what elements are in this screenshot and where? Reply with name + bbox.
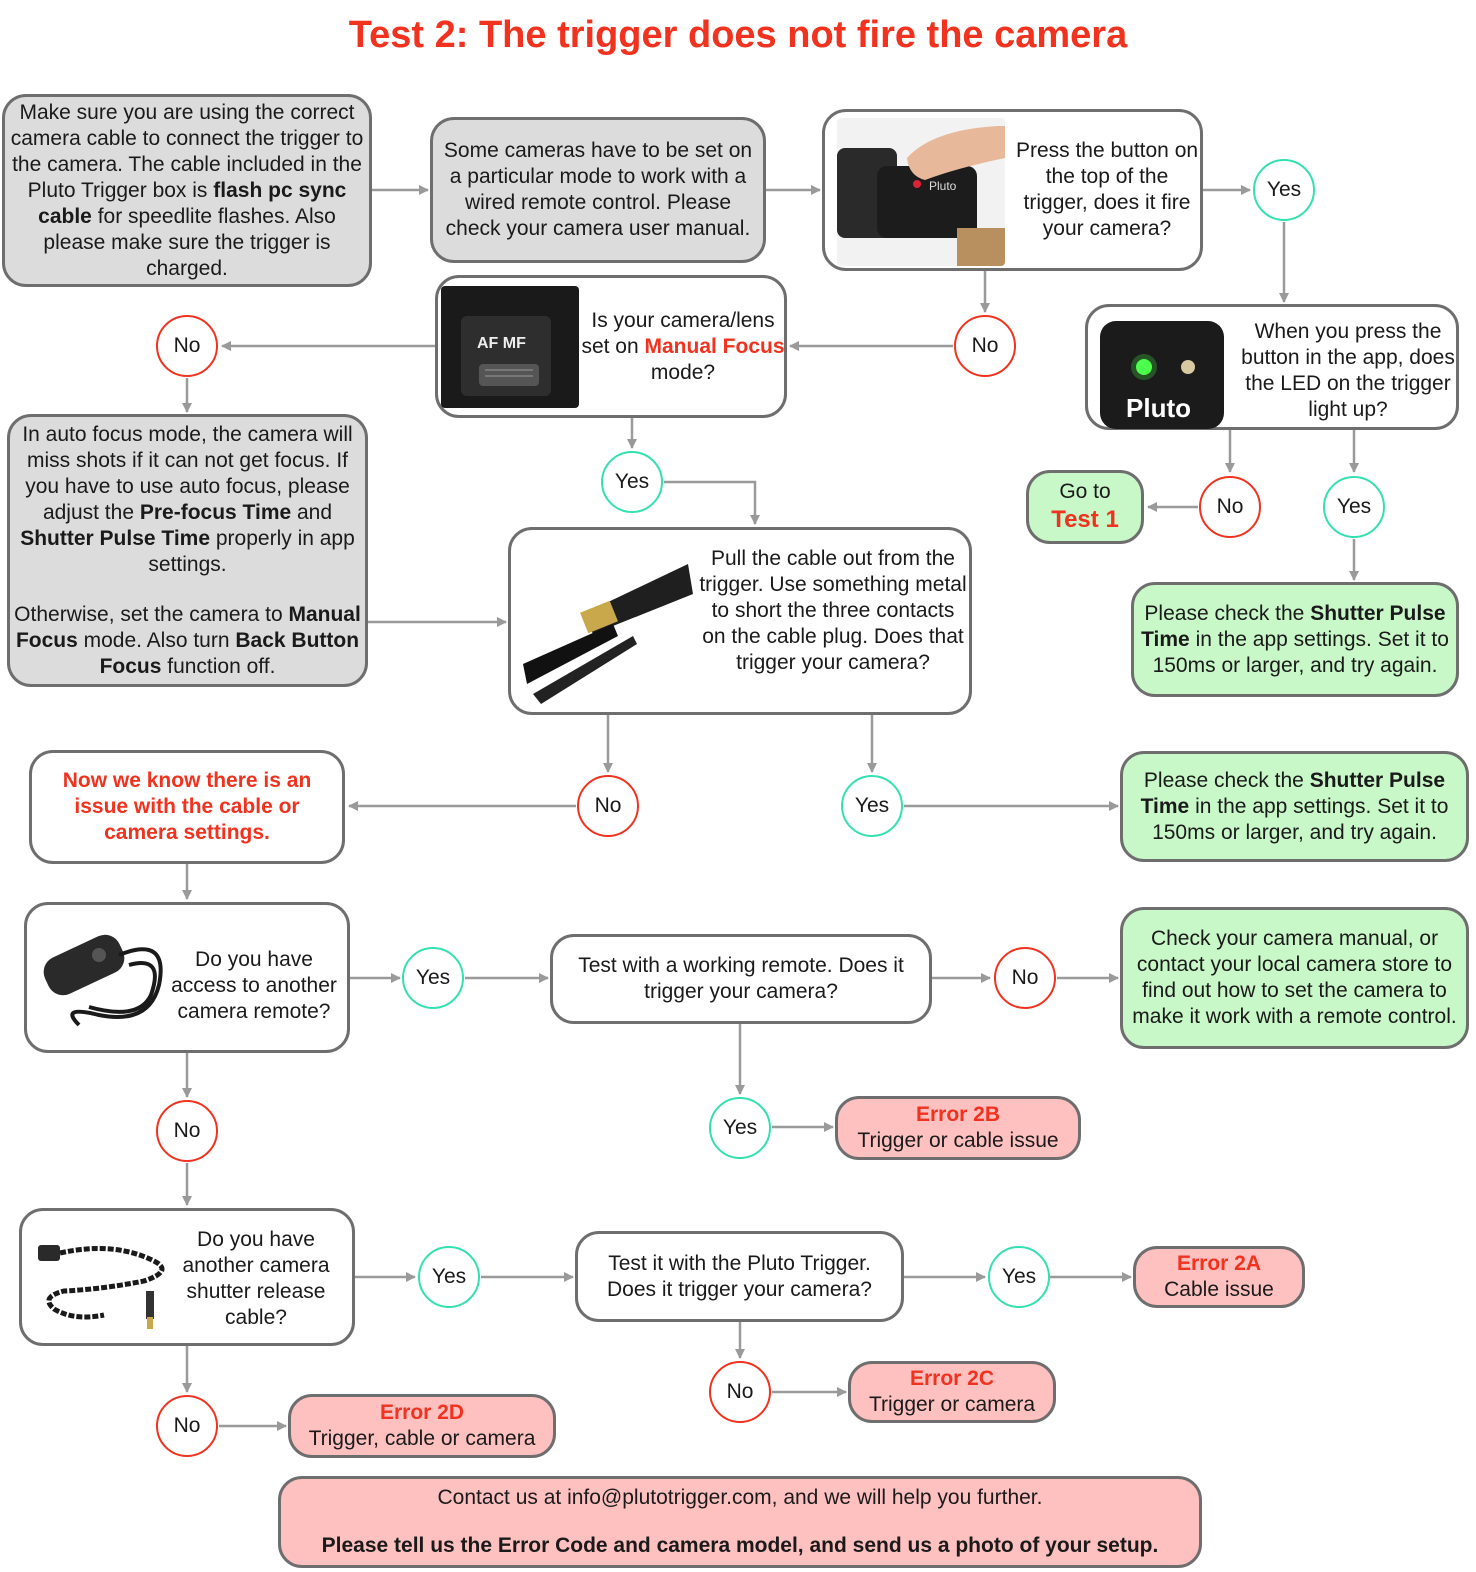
question-another-cable: Do you have another camera shutter relea…: [19, 1208, 355, 1346]
af-mf-switch-photo: AF MF: [441, 286, 579, 408]
pluto-trigger-photo: Pluto: [1100, 321, 1224, 429]
decision-yes-led: Yes: [1323, 476, 1385, 538]
cable-plug-photo: [523, 544, 693, 704]
svg-text:Pluto: Pluto: [1126, 393, 1191, 423]
svg-text:Pluto: Pluto: [929, 179, 957, 193]
question-press-button: Pluto Press the button on the top of the…: [822, 109, 1203, 271]
info-auto-focus: In auto focus mode, the camera will miss…: [7, 414, 368, 687]
question-short-contacts: Pull the cable out from the trigger. Use…: [508, 527, 972, 715]
decision-yes-press: Yes: [1253, 159, 1315, 221]
go-to-test-1: Go to Test 1: [1026, 470, 1144, 544]
decision-no-another-cable: No: [156, 1395, 218, 1457]
page-title: Test 2: The trigger does not fire the ca…: [348, 14, 1128, 56]
step-check-cable: Make sure you are using the correct came…: [2, 94, 372, 287]
decision-yes-manual: Yes: [601, 451, 663, 513]
decision-yes-another-cable: Yes: [418, 1246, 480, 1308]
decision-no-test-pluto: No: [709, 1361, 771, 1423]
fix-shutter-pulse-2: Please check the Shutter Pulse Time in t…: [1120, 751, 1469, 862]
step-camera-mode: Some cameras have to be set on a particu…: [430, 117, 766, 263]
fix-shutter-pulse-1: Please check the Shutter Pulse Time in t…: [1131, 582, 1459, 697]
error-2c: Error 2C Trigger or camera: [848, 1361, 1056, 1423]
question-working-remote: Test with a working remote. Does it trig…: [550, 934, 932, 1024]
question-another-remote: Do you have access to another camera rem…: [24, 902, 350, 1053]
contact-support: Contact us at info@plutotrigger.com, and…: [278, 1476, 1202, 1568]
decision-no-remote: No: [156, 1100, 218, 1162]
camera-remote-photo: [39, 925, 169, 1035]
error-2d: Error 2D Trigger, cable or camera: [288, 1394, 556, 1458]
decision-no-pull: No: [577, 775, 639, 837]
error-2a: Error 2A Cable issue: [1133, 1246, 1305, 1308]
question-test-pluto: Test it with the Pluto Trigger. Does it …: [575, 1231, 904, 1322]
result-cable-or-settings: Now we know there is an issue with the c…: [29, 750, 345, 864]
fix-check-camera-manual: Check your camera manual, or contact you…: [1120, 907, 1469, 1049]
decision-yes-remote: Yes: [402, 947, 464, 1009]
shutter-cable-photo: [34, 1231, 174, 1331]
finger-press-photo: Pluto: [837, 118, 1005, 266]
decision-no-manual: No: [156, 315, 218, 377]
decision-yes-test-pluto: Yes: [988, 1246, 1050, 1308]
decision-yes-working: Yes: [709, 1097, 771, 1159]
error-2b: Error 2B Trigger or cable issue: [835, 1096, 1081, 1160]
decision-no-working: No: [994, 947, 1056, 1009]
decision-no-led: No: [1199, 476, 1261, 538]
decision-yes-pull: Yes: [841, 775, 903, 837]
question-manual-focus: AF MF Is your camera/lens set on Manual …: [435, 275, 787, 418]
svg-text:AF MF: AF MF: [477, 335, 526, 352]
question-led-lights: Pluto When you press the button in the a…: [1085, 304, 1459, 430]
decision-no-press: No: [954, 315, 1016, 377]
arrow-yes-to-pull: [664, 480, 760, 525]
